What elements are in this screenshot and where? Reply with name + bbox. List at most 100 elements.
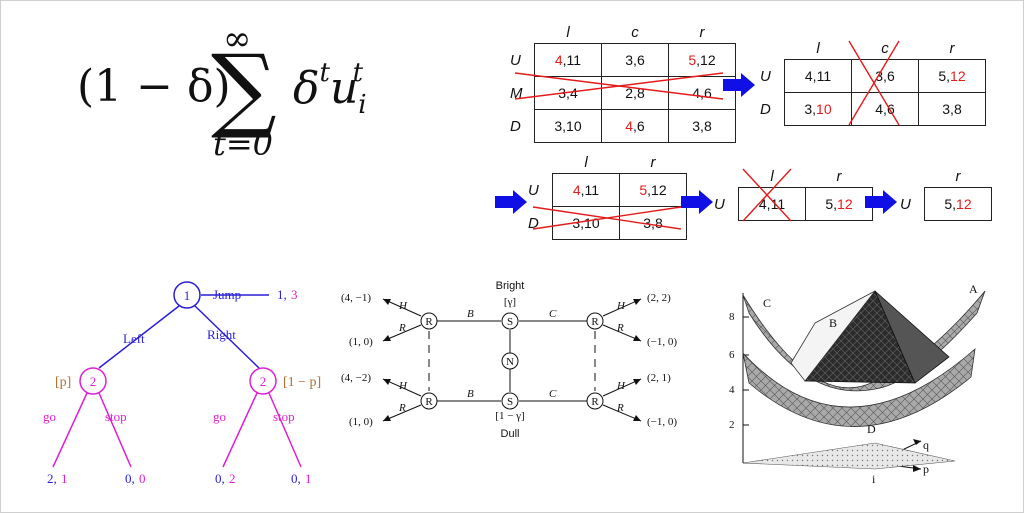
payoff-cell: 3,6 xyxy=(601,43,669,77)
surface-B-front xyxy=(804,290,916,384)
payoff-part: 4 xyxy=(625,118,634,134)
payoff-part: 12 xyxy=(837,196,853,212)
sender-label: S xyxy=(507,396,513,408)
jump-payoff-2: 3 xyxy=(291,287,298,302)
corner-cell xyxy=(527,151,553,174)
payoff-part: 4,11 xyxy=(804,68,832,84)
exp-t: t xyxy=(319,58,330,89)
payoff-part: ,12 xyxy=(696,52,716,68)
arrowhead-icon xyxy=(633,299,641,305)
corner-cell xyxy=(759,37,785,60)
signaling-game-diagram: R S R N R S R B C B C H R H R H R H R Br… xyxy=(341,280,677,440)
arrow-H-top-left xyxy=(382,298,422,317)
payoff-cell: 3,8 xyxy=(918,92,986,126)
row-label: U xyxy=(714,195,725,213)
root-label: 1 xyxy=(184,288,191,303)
extensive-form-tree: 1 Jump 1, 3 Left Right 2 2 go stop go st… xyxy=(43,281,321,486)
payoff-right-top-2: (−1, 0) xyxy=(647,336,677,348)
arrow-H-bottom-left xyxy=(382,378,422,397)
payoff-cell: 3,10 xyxy=(784,92,852,126)
arrowhead-icon xyxy=(633,379,641,385)
surface-B-side xyxy=(874,290,950,384)
payoff-part: 3, xyxy=(804,101,817,117)
node-player1 xyxy=(173,281,201,309)
ytick-label: 6 xyxy=(729,349,735,361)
prob-right-label: [1 − p] xyxy=(283,375,321,390)
corner-cell xyxy=(899,165,925,188)
arrow-R-top-left xyxy=(382,324,422,342)
node-left-label: 2 xyxy=(90,374,97,389)
edge-right xyxy=(194,305,260,369)
node-player2-left xyxy=(79,367,107,395)
p-axis-arrowhead-icon xyxy=(913,465,921,472)
formula-term: δtuit xyxy=(293,58,377,119)
payoff-part: 3,6 xyxy=(875,68,895,84)
sum-upper-limit: ∞ xyxy=(223,19,252,59)
prob-left-label: [p] xyxy=(55,375,71,390)
nature-label: N xyxy=(506,356,514,368)
column-header: l xyxy=(770,167,774,185)
table-row: U 5,12 xyxy=(899,187,992,221)
stop-left-label: stop xyxy=(105,409,127,424)
payoff-cell: 4,11 xyxy=(534,43,602,77)
row-label: U xyxy=(900,195,911,213)
leaf-4-p1: 0, xyxy=(291,471,301,486)
payoff-part: ,12 xyxy=(647,182,667,198)
arrowhead-icon xyxy=(383,415,391,421)
arrowhead-icon xyxy=(633,335,641,341)
right-label: Right xyxy=(207,327,236,342)
payoff-cell: 4,11 xyxy=(784,59,852,93)
payoff-right-bottom-1: (2, 1) xyxy=(647,372,671,384)
arrow-R-top-right xyxy=(602,324,642,342)
receiver-node xyxy=(586,312,604,330)
gamma-label: [γ] xyxy=(504,296,516,308)
label-p: p xyxy=(923,462,929,476)
payoff-part: 3,8 xyxy=(942,101,962,117)
discounted-utility-formula: (1 − δ) ∞ ∑ t=0 δtuit xyxy=(71,19,431,163)
row-label: D xyxy=(760,100,771,118)
payoff-part: 10 xyxy=(816,101,832,117)
column-header: l xyxy=(584,153,588,171)
leaf-2-p2: 0 xyxy=(139,471,146,486)
arrow-R-bottom-left xyxy=(382,404,422,422)
formula-prefix: (1 − δ) xyxy=(77,61,231,112)
payoff-cell: 2,8 xyxy=(601,76,669,110)
q-axis xyxy=(874,440,922,464)
receiver-label: R xyxy=(591,316,599,328)
column-header: r xyxy=(955,167,961,185)
nature-node xyxy=(501,352,519,370)
payoff-part: ,11 xyxy=(562,52,582,68)
action-R-label: R xyxy=(398,402,406,414)
node-player2-right xyxy=(249,367,277,395)
arrowhead-icon xyxy=(383,299,391,305)
payoff-part: 5, xyxy=(944,196,957,212)
payoff-cell: 3,8 xyxy=(668,109,736,143)
payoff-cell: 5,12 xyxy=(924,187,992,221)
payoff-part: 5 xyxy=(688,52,697,68)
one-minus-gamma-label: [1 − γ] xyxy=(495,410,524,422)
receiver-label: R xyxy=(425,396,433,408)
sender-node xyxy=(501,392,519,410)
arrow-H-top-right xyxy=(602,298,642,317)
row-label: D xyxy=(510,117,521,135)
ytick-label: 2 xyxy=(729,419,735,431)
payoff-part: 3,10 xyxy=(572,215,600,231)
payoff-part: 3,4 xyxy=(558,85,578,101)
payoff-cell: 4,11 xyxy=(738,187,806,221)
q-axis-arrowhead-icon xyxy=(913,439,921,445)
payoff-cell: 3,8 xyxy=(619,206,687,240)
corner-cell xyxy=(713,165,739,188)
column-header: r xyxy=(699,23,705,41)
payoff-part: 4 xyxy=(554,52,563,68)
branch-C-label: C xyxy=(549,308,557,320)
payoff-right-top-1: (2, 2) xyxy=(647,292,671,304)
